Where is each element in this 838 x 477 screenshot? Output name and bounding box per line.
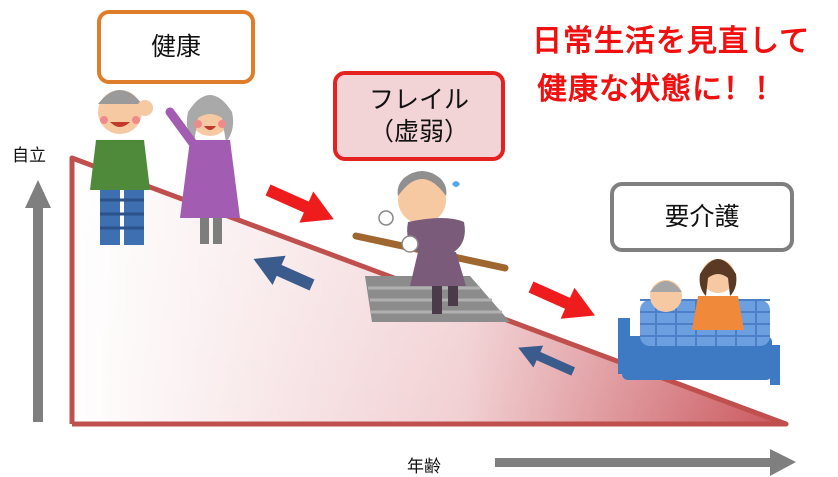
- stage-frail-box: フレイル （虚弱）: [333, 71, 505, 161]
- stage-healthy-box: 健康: [97, 10, 255, 84]
- stage-frail-label-line1: フレイル: [368, 84, 469, 114]
- x-axis-label: 年齢: [407, 457, 441, 477]
- y-axis-arrow: [25, 180, 51, 422]
- recovery-arrow-2: [518, 345, 576, 376]
- y-axis-label: 自立: [12, 146, 46, 166]
- frail-person-illustration: [352, 171, 510, 322]
- headline-line1: 日常生活を見直して: [532, 24, 811, 59]
- headline-line2: 健康な状態に！！: [537, 72, 785, 107]
- stage-care-box: 要介護: [610, 182, 794, 252]
- decline-arrow-1: [265, 184, 334, 223]
- stage-frail-label-line2: （虚弱）: [368, 117, 469, 146]
- x-axis-arrow: [495, 449, 796, 476]
- healthy-couple-illustration: [90, 90, 240, 245]
- decline-arrow-2: [528, 281, 595, 319]
- care-illustration: [618, 259, 780, 385]
- stage-care-label: 要介護: [664, 201, 740, 231]
- stage-healthy-label: 健康: [150, 31, 201, 61]
- recovery-arrow-1: [253, 255, 315, 291]
